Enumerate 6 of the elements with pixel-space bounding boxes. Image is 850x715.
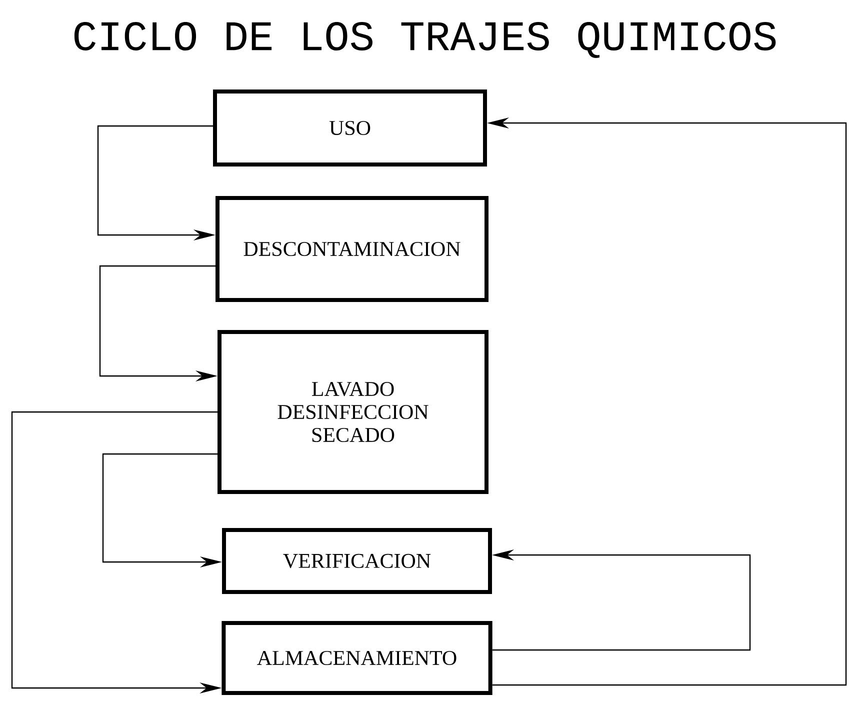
process-box: LAVADO DESINFECCION SECADO	[218, 330, 488, 494]
process-box: DESCONTAMINACION	[216, 196, 488, 302]
process-box: USO	[213, 90, 487, 166]
process-box: ALMACENAMIENTO	[222, 621, 492, 695]
title: CICLO DE LOS TRAJES QUIMICOS	[74, 22, 776, 58]
process-box: VERIFICACION	[222, 528, 492, 594]
